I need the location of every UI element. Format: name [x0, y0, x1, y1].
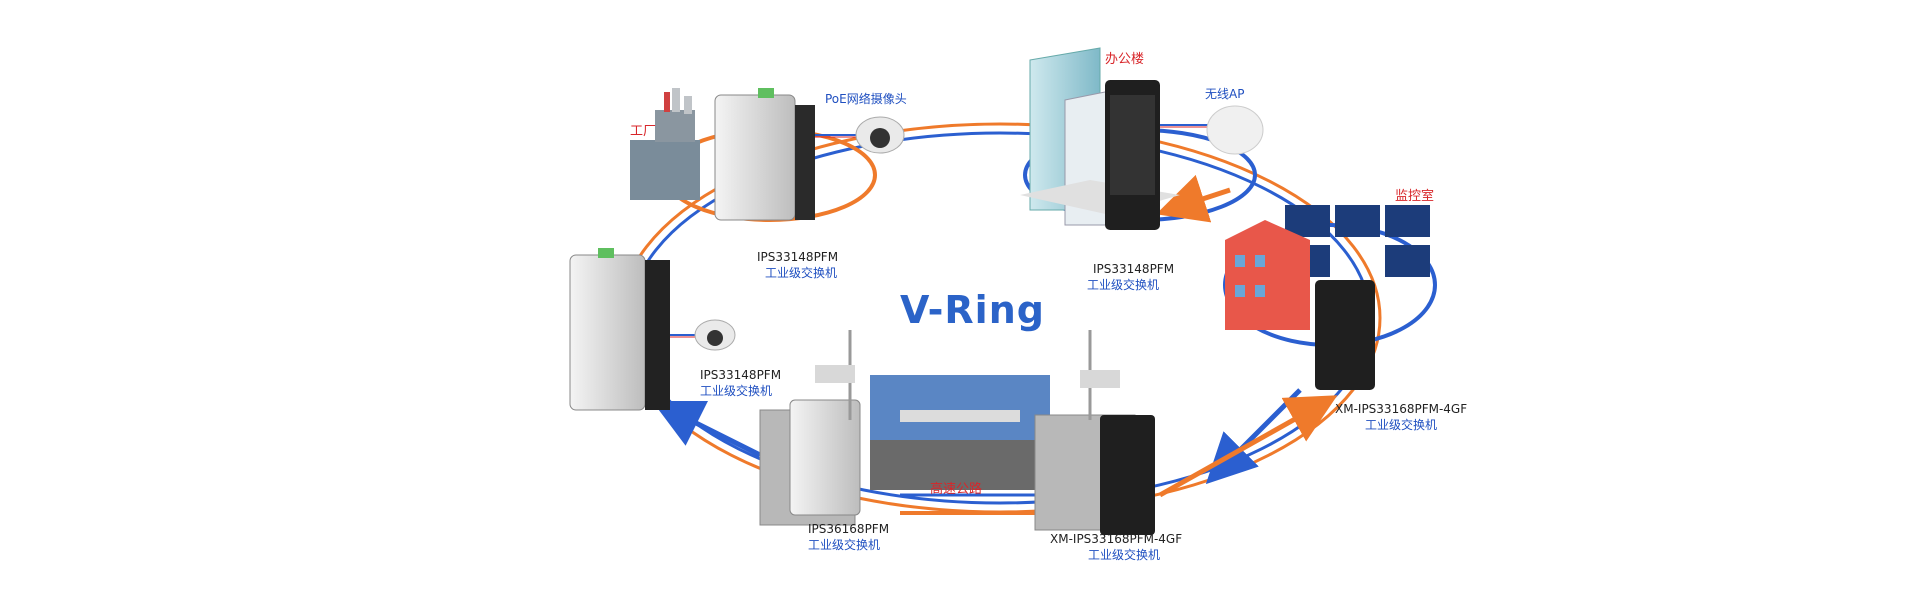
- monitor-building: [1225, 220, 1310, 330]
- arrow-orange-top: [1155, 174, 1231, 223]
- label-factory: 工厂: [630, 124, 657, 139]
- switch-2-model: IPS33148PFM: [1093, 262, 1175, 276]
- label-wireless-ap: 无线AP: [1205, 87, 1245, 101]
- switch-1-model: IPS33148PFM: [757, 250, 839, 264]
- switch-4-model: XM-IPS33168PFM-4GF: [1335, 402, 1468, 416]
- switch-4-type: 工业级交换机: [1365, 418, 1438, 432]
- poe-camera-top: [855, 116, 905, 154]
- switch-monitor: [1315, 280, 1375, 390]
- wireless-ap-device: [1206, 105, 1264, 155]
- monitor-wall: [1285, 205, 1430, 277]
- switch-5-model: IPS36168PFM: [808, 522, 890, 536]
- arrow-blue-left: [652, 401, 762, 458]
- switch-6-type: 工业级交换机: [1088, 548, 1161, 562]
- switch-1-type: 工业级交换机: [765, 266, 838, 280]
- cctv-poles: [815, 330, 1120, 420]
- switch-2-type: 工业级交换机: [1087, 278, 1160, 292]
- label-highway: 高速公路: [930, 482, 983, 497]
- cabinet-left: [759, 399, 861, 526]
- cabinet-right: [1034, 414, 1155, 535]
- highway-scene: [870, 375, 1050, 490]
- switch-3-model: IPS33148PFM: [700, 368, 782, 382]
- switch-6-model: XM-IPS33168PFM-4GF: [1050, 532, 1183, 546]
- factory-illustration: [630, 88, 700, 200]
- switch-3-type: 工业级交换机: [700, 384, 773, 398]
- arrow-orange-right: [1158, 395, 1338, 498]
- diagram-title: V-Ring: [900, 288, 1045, 332]
- label-office: 办公楼: [1105, 52, 1145, 67]
- switch-left: [569, 248, 670, 411]
- label-monitor-room: 监控室: [1395, 189, 1435, 204]
- poe-camera-left: [694, 319, 736, 351]
- switch-factory: [714, 88, 815, 221]
- switch-5-type: 工业级交换机: [808, 538, 881, 552]
- label-poe-camera: PoE网络摄像头: [825, 92, 907, 106]
- switch-office: [1105, 80, 1160, 230]
